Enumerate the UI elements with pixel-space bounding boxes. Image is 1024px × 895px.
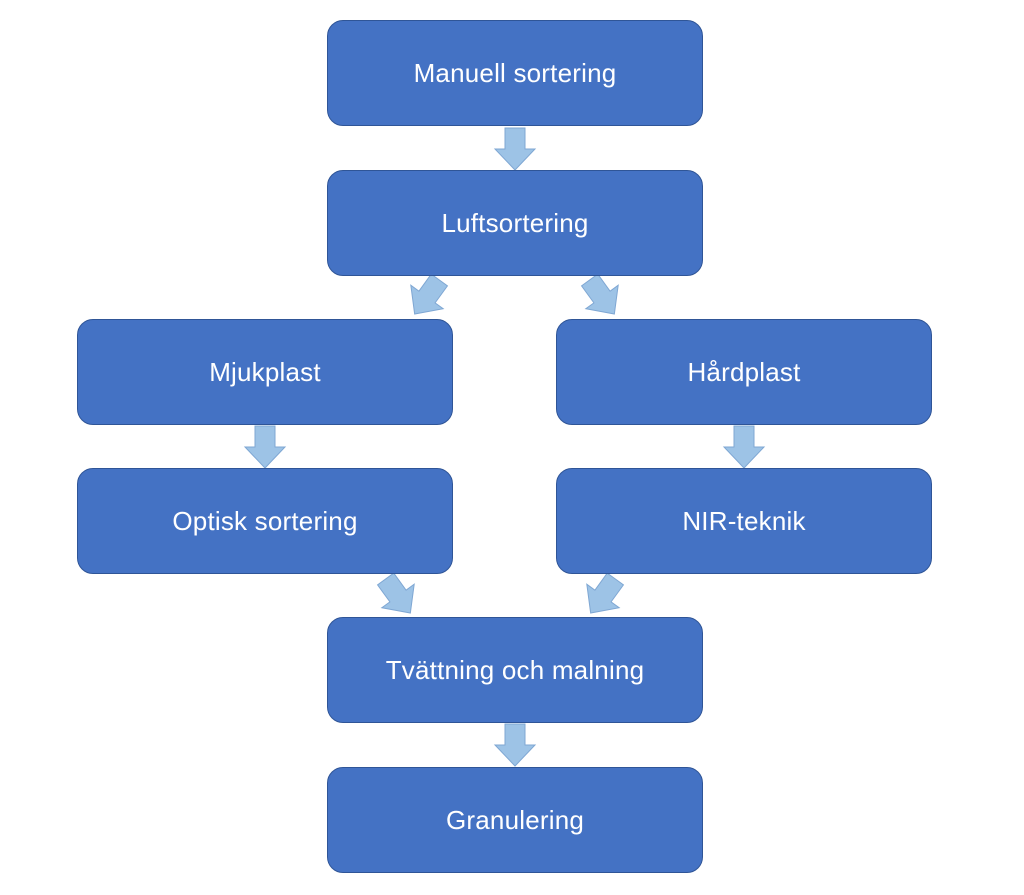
node-label: Manuell sortering bbox=[413, 57, 617, 88]
node-label: Optisk sortering bbox=[172, 505, 358, 536]
arrow-hard-to-nir bbox=[722, 425, 766, 469]
arrow-tvatt-to-gran bbox=[493, 723, 537, 767]
arrow-mjuk-to-optisk bbox=[243, 425, 287, 469]
node-label: Mjukplast bbox=[209, 356, 321, 387]
node-nir-teknik: NIR-teknik bbox=[556, 468, 932, 574]
node-optisk-sortering: Optisk sortering bbox=[77, 468, 453, 574]
arrow-manuell-to-luft bbox=[493, 127, 537, 171]
node-granulering: Granulering bbox=[327, 767, 703, 873]
arrow-luft-to-mjuk bbox=[410, 273, 449, 315]
arrow-luft-to-hard bbox=[580, 273, 619, 315]
node-label: Tvättning och malning bbox=[385, 654, 645, 685]
node-mjukplast: Mjukplast bbox=[77, 319, 453, 425]
node-label: Granulering bbox=[445, 804, 585, 835]
node-manuell-sortering: Manuell sortering bbox=[327, 20, 703, 126]
node-label: Hårdplast bbox=[687, 356, 801, 387]
node-label: NIR-teknik bbox=[682, 505, 806, 536]
node-luftsortering: Luftsortering bbox=[327, 170, 703, 276]
node-label: Luftsortering bbox=[441, 207, 589, 238]
node-hardplast: Hårdplast bbox=[556, 319, 932, 425]
node-tvattning-och-malning: Tvättning och malning bbox=[327, 617, 703, 723]
